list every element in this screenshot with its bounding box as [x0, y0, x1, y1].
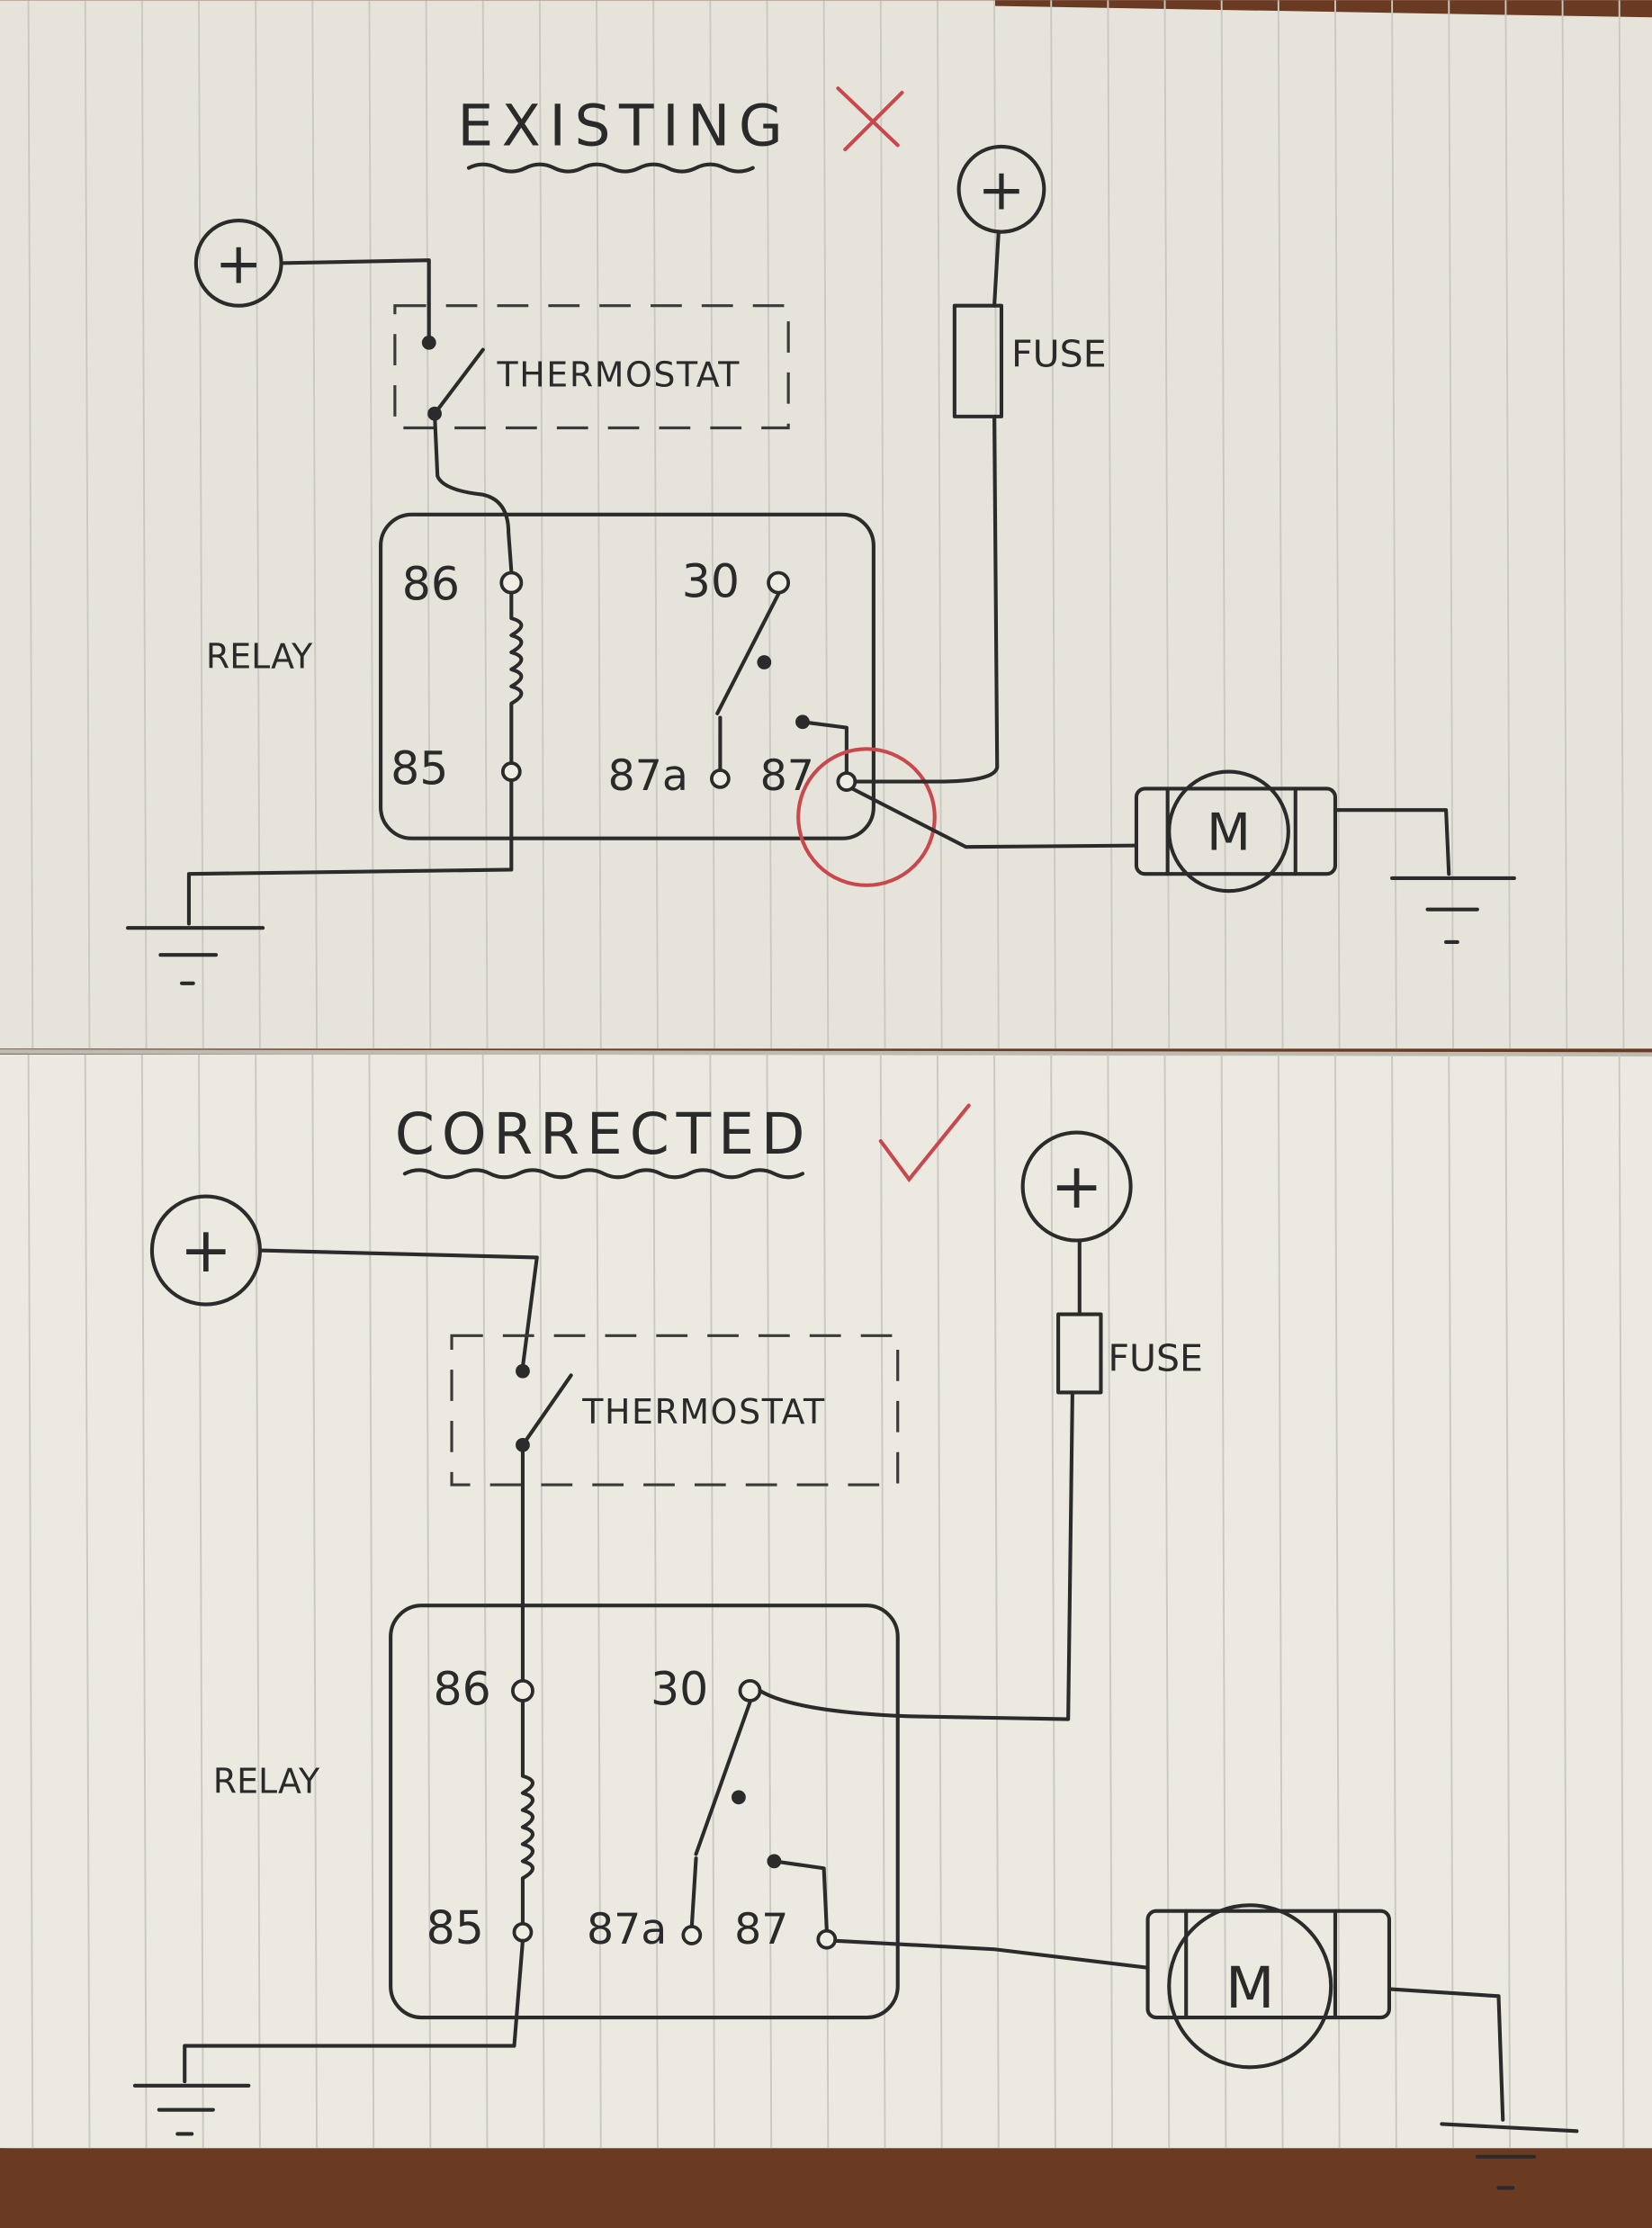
red-x-icon — [836, 86, 904, 152]
ruled-line — [198, 1054, 204, 2149]
ruled-line — [425, 1054, 432, 2149]
ruled-line — [1561, 1054, 1568, 2149]
ruled-line — [1448, 1054, 1454, 2149]
ground-icon — [126, 926, 265, 985]
ruled-line — [1163, 1054, 1171, 2149]
pin-87-label: 87 — [760, 751, 814, 801]
pin-87-label: 87 — [734, 1905, 788, 1954]
positive-terminal-2 — [1020, 1130, 1133, 1243]
ruled-line — [1618, 0, 1625, 1049]
ground-icon — [132, 2083, 251, 2136]
motor: M — [1134, 769, 1338, 894]
relay-box — [389, 1604, 900, 2020]
ground-icon — [1440, 2122, 1579, 2190]
ruled-line — [1391, 1054, 1397, 2149]
ruled-line — [425, 0, 432, 1049]
motor: M — [1145, 1903, 1391, 2070]
ruled-line — [481, 1054, 489, 2149]
ruled-line — [879, 1054, 886, 2149]
ruled-line — [936, 1054, 943, 2149]
relay-label: RELAY — [213, 1762, 320, 1801]
ruled-line — [822, 1054, 830, 2149]
corrected-diagram: CORRECTED + THERMOSTAT RELAY 86 85 30 87… — [132, 1101, 1579, 2190]
existing-diagram: EXISTING + THERMOSTAT RELAY 86 85 30 87a… — [126, 86, 1516, 985]
thermostat-label: THERMOSTAT — [497, 355, 741, 395]
ruled-line — [1107, 1054, 1114, 2149]
ruled-line — [1561, 0, 1568, 1049]
ruled-line — [140, 1054, 148, 2149]
pin-87a-label: 87a — [587, 1905, 667, 1954]
ruled-line — [1220, 1054, 1227, 2149]
ruled-line — [84, 1054, 91, 2149]
pin-85-label: 85 — [391, 742, 448, 795]
ruled-line — [993, 1054, 1000, 2149]
motor-label: M — [1226, 1954, 1274, 2021]
ruled-line — [936, 0, 943, 1049]
ruled-line — [1050, 1054, 1056, 2149]
pin-86-label: 86 — [433, 1663, 490, 1716]
pin-86-label: 86 — [402, 558, 460, 611]
ruled-line — [27, 0, 34, 1049]
ruled-line — [652, 1054, 659, 2149]
ruled-line — [368, 0, 375, 1049]
ruled-line — [766, 1054, 773, 2149]
fuse — [1056, 1312, 1103, 1395]
ruled-line — [1504, 0, 1512, 1049]
ruled-line — [1277, 1054, 1284, 2149]
pin-30-label: 30 — [651, 1663, 708, 1716]
ruled-line — [1391, 0, 1397, 1049]
pin-30-label: 30 — [682, 554, 740, 607]
thermostat-box — [450, 1334, 900, 1487]
ruled-line — [1107, 0, 1114, 1049]
ground-icon — [1390, 876, 1516, 945]
relay-label: RELAY — [206, 636, 313, 676]
fuse-label: FUSE — [1011, 333, 1107, 376]
wood-corner — [994, 0, 1652, 18]
ruled-line — [1618, 1054, 1625, 2149]
ruled-line — [27, 1054, 34, 2149]
relay-coil — [509, 590, 524, 764]
fuse-label: FUSE — [1108, 1337, 1203, 1380]
ruled-line — [1504, 1054, 1512, 2149]
ruled-lines — [27, 0, 1625, 2149]
ruled-line — [311, 1054, 318, 2149]
ruled-line — [766, 0, 773, 1049]
corrected-title: CORRECTED — [395, 1101, 813, 1167]
error-highlight-circle — [796, 747, 937, 887]
ruled-line — [596, 0, 602, 1049]
positive-terminal-2 — [956, 144, 1046, 234]
plus-label: + — [180, 1215, 232, 1287]
plus-label: + — [1051, 1151, 1103, 1223]
ruled-line — [709, 0, 716, 1049]
ruled-line — [368, 1054, 375, 2149]
ruled-line — [879, 0, 886, 1049]
motor-label: M — [1207, 803, 1251, 862]
ruled-line — [1334, 1054, 1341, 2149]
existing-title: EXISTING — [457, 92, 791, 158]
pin-87a-label: 87a — [608, 751, 688, 801]
plus-label: + — [978, 156, 1026, 222]
ruled-line — [596, 1054, 602, 2149]
fuse — [952, 303, 1004, 418]
relay-box — [379, 512, 875, 840]
ruled-line — [538, 1054, 545, 2149]
pin-85-label: 85 — [426, 1901, 484, 1954]
ruled-line — [1448, 0, 1454, 1049]
ruled-line — [84, 0, 91, 1049]
ruled-line — [652, 0, 659, 1049]
paper-divider — [0, 1049, 1652, 1057]
ruled-line — [709, 1054, 716, 2149]
ruled-line — [481, 0, 489, 1049]
ruled-line — [140, 0, 148, 1049]
ruled-line — [1050, 0, 1056, 1049]
ruled-line — [538, 0, 545, 1049]
thermostat-label: THERMOSTAT — [581, 1392, 825, 1432]
plus-label: + — [215, 229, 263, 296]
title-underline — [466, 162, 755, 174]
ruled-line — [1334, 0, 1341, 1049]
red-check-icon — [878, 1103, 971, 1182]
wood-bottom — [0, 2148, 1652, 2228]
